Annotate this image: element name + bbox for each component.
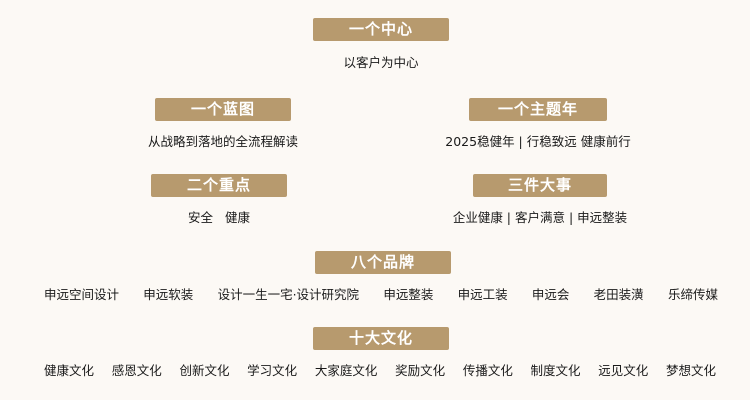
- brand-item: 申远会: [531, 287, 570, 302]
- culture-item: 奖励文化: [395, 363, 446, 378]
- theme-year-title: 一个主题年: [469, 98, 607, 121]
- three-events-title: 三件大事: [473, 174, 607, 197]
- culture-item: 梦想文化: [665, 363, 716, 378]
- culture-item: 感恩文化: [111, 363, 162, 378]
- two-focus-subtitle: 安全 健康: [188, 210, 250, 225]
- theme-year-subtitle: 2025稳健年 | 行稳致远 健康前行: [445, 134, 631, 149]
- brands-list: 申远空间设计 申远软装 设计一生一宅·设计研究院 申远整装 申远工装 申远会 老…: [44, 284, 718, 303]
- brand-item: 申远软装: [143, 287, 194, 302]
- center-subtitle: 以客户为中心: [343, 55, 419, 70]
- culture-item: 大家庭文化: [314, 363, 378, 378]
- culture-item: 传播文化: [462, 363, 513, 378]
- two-focus-title: 二个重点: [151, 174, 287, 197]
- culture-item: 远见文化: [598, 363, 649, 378]
- brand-item: 老田装潢: [593, 287, 644, 302]
- culture-item: 制度文化: [530, 363, 581, 378]
- brand-item: 乐缔传媒: [667, 287, 718, 302]
- brand-item: 申远空间设计: [44, 287, 120, 302]
- brand-item: 申远工装: [457, 287, 508, 302]
- culture-item: 创新文化: [179, 363, 230, 378]
- brand-item: 申远整装: [383, 287, 434, 302]
- cultures-title: 十大文化: [313, 327, 449, 350]
- culture-item: 学习文化: [247, 363, 298, 378]
- brand-item: 设计一生一宅·设计研究院: [217, 287, 360, 302]
- center-title: 一个中心: [313, 18, 449, 41]
- blueprint-title: 一个蓝图: [155, 98, 291, 121]
- brands-title: 八个品牌: [315, 251, 451, 274]
- blueprint-subtitle: 从战略到落地的全流程解读: [147, 134, 298, 149]
- cultures-list: 健康文化 感恩文化 创新文化 学习文化 大家庭文化 奖励文化 传播文化 制度文化…: [44, 360, 716, 379]
- culture-item: 健康文化: [44, 363, 95, 378]
- three-events-subtitle: 企业健康 | 客户满意 | 申远整装: [452, 210, 628, 225]
